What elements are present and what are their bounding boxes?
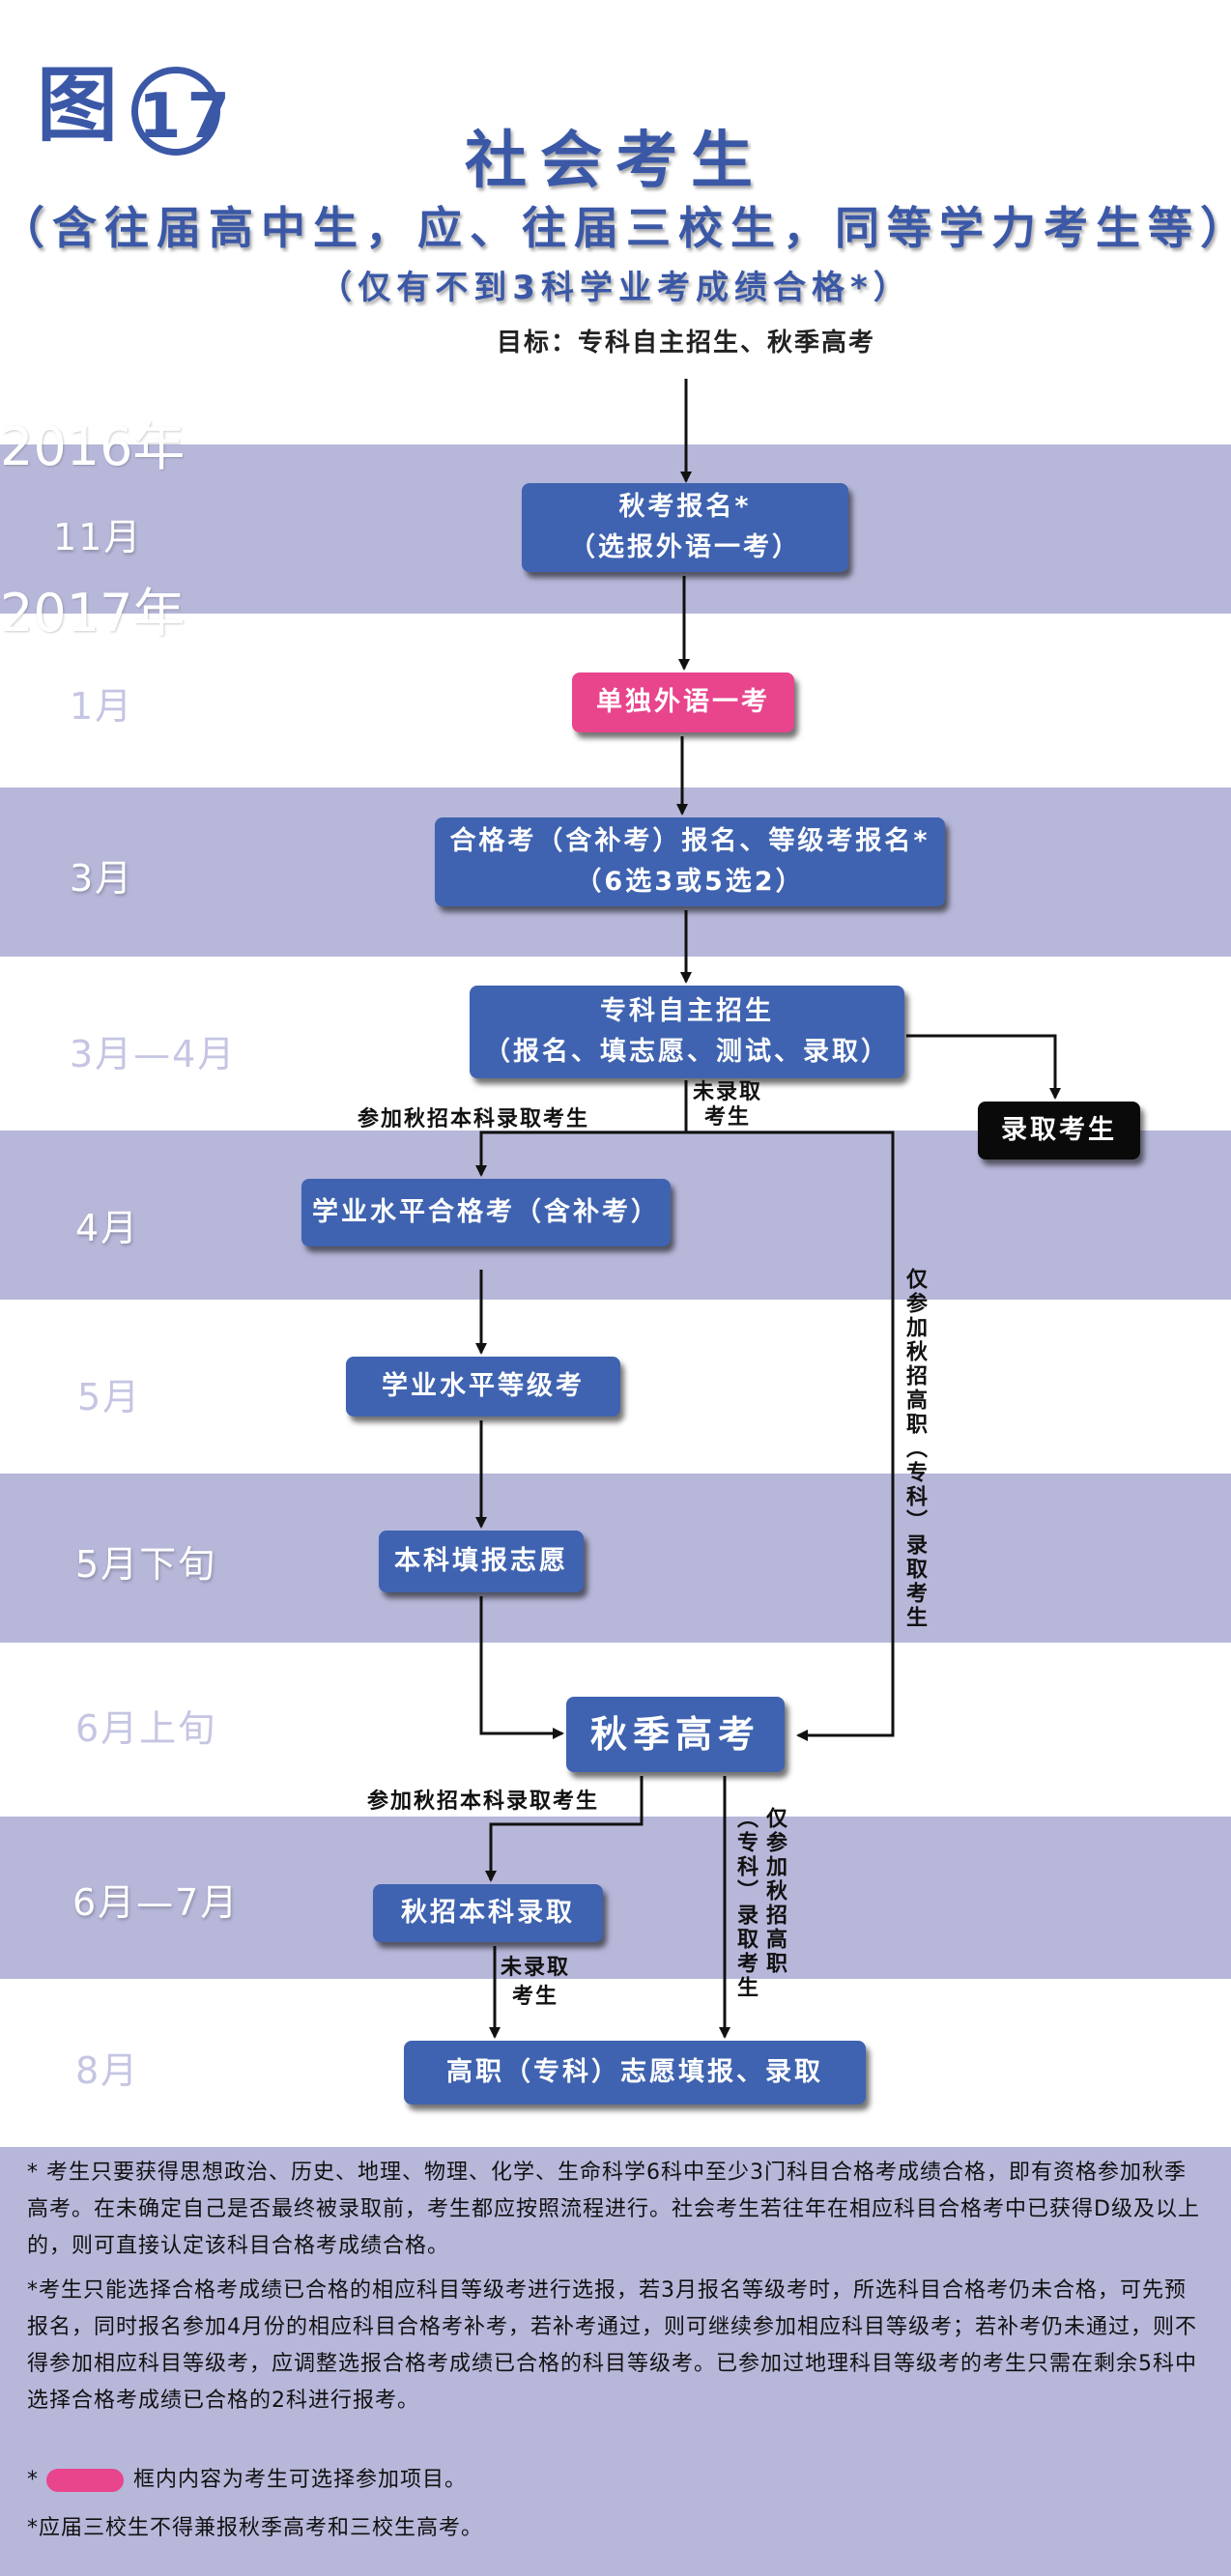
- arrow-to-qualexam: [475, 1131, 686, 1177]
- notes-panel: * 考生只要获得思想政治、历史、地理、物理、化学、生命科学6科中至少3门科目合格…: [0, 2147, 1231, 2576]
- label-join-bachelor-1: 参加秋招本科录取考生: [358, 1107, 590, 1131]
- month-late-may: 5月下旬: [75, 1543, 217, 1586]
- qualification-registration-box: 合格考（含补考）报名、等级考报名* （6选3或5选2）: [435, 817, 945, 906]
- qual-reg-line1: 合格考（含补考）报名、等级考报名*: [449, 826, 930, 856]
- foreign-language-exam-box: 单独外语一考: [572, 673, 794, 732]
- figure-label-text: 图: [37, 58, 125, 153]
- label-not-admitted-2: 未录取考生: [501, 1956, 571, 2009]
- month-mar: 3月: [70, 857, 134, 900]
- band-late-may: [0, 1474, 1231, 1643]
- level-exam-box: 学业水平等级考: [346, 1357, 620, 1417]
- page-subtitle: （含往届高中生，应、往届三校生，同等学力考生等）: [0, 202, 1231, 254]
- month-may: 5月: [77, 1376, 142, 1418]
- legend-pink-swatch: [46, 2469, 124, 2492]
- note-legend: * 框内内容为考生可选择参加项目。: [27, 2462, 1206, 2499]
- condition-text: （仅有不到3科学业考成绩合格*）: [319, 269, 912, 307]
- month-mar-apr: 3月—4月: [70, 1033, 237, 1075]
- note-2: *考生只能选择合格考成绩已合格的相应科目等级考进行选报，若3月报名等级考时，所选…: [27, 2278, 1198, 2413]
- month-aug: 8月: [75, 2049, 140, 2092]
- bachelor-admission-box: 秋招本科录取: [373, 1884, 603, 1942]
- arrow-vocational-to-gaokao: [686, 1131, 895, 1741]
- band-jun-jul: [0, 1817, 1231, 1979]
- month-jan: 1月: [70, 685, 134, 728]
- autumn-exam-registration-box: 秋考报名* （选报外语一考）: [522, 483, 848, 572]
- qual-reg-line2: （6选3或5选2）: [575, 867, 805, 897]
- page-title: 社会考生: [465, 126, 766, 197]
- label-only-vocational-2: 仅参加秋招高职（专科）录取考生: [733, 1807, 787, 2000]
- month-nov: 11月: [53, 516, 143, 558]
- label-only-vocational-1: 仅参加秋招高职（专科）录取考生: [902, 1268, 927, 1630]
- self-enroll-line2: （报名、填志愿、测试、录取）: [484, 1037, 890, 1067]
- arrow-wish-to-gaokao: [479, 1596, 564, 1739]
- vocational-admission-box: 高职（专科）志愿填报、录取: [404, 2041, 866, 2104]
- month-early-jun: 6月上旬: [75, 1707, 217, 1750]
- note-4: *应届三校生不得兼报秋季高考和三校生高考。: [27, 2516, 484, 2540]
- year-2016: 2016年: [0, 416, 186, 477]
- qualification-exam-box: 学业水平合格考（含补考）: [301, 1179, 671, 1246]
- legend-text: 框内内容为考生可选择参加项目。: [133, 2468, 468, 2492]
- label-join-bachelor-2: 参加秋招本科录取考生: [367, 1789, 600, 1814]
- legend-asterisk: *: [27, 2468, 39, 2492]
- year-2017: 2017年: [0, 583, 186, 644]
- autumn-reg-line2: （选报外语一考）: [569, 532, 801, 562]
- self-enroll-line1: 专科自主招生: [600, 996, 774, 1026]
- label-not-admitted-1: 未录取考生: [692, 1080, 762, 1130]
- arrow-selfenroll-to-admitted: [906, 1034, 1061, 1100]
- month-jun-jul: 6月—7月: [72, 1881, 240, 1924]
- gaokao-box: 秋季高考: [566, 1697, 785, 1772]
- autumn-reg-line1: 秋考报名*: [618, 492, 752, 522]
- admitted-box: 录取考生: [978, 1102, 1140, 1159]
- month-apr: 4月: [75, 1207, 140, 1249]
- self-enrollment-box: 专科自主招生 （报名、填志愿、测试、录取）: [470, 986, 904, 1078]
- figure-number: 17: [131, 67, 230, 157]
- note-1: * 考生只要获得思想政治、历史、地理、物理、化学、生命科学6科中至少3门科目合格…: [27, 2161, 1200, 2258]
- arrow-gaokao-to-bachelor: [485, 1776, 644, 1882]
- bachelor-wish-box: 本科填报志愿: [379, 1531, 584, 1592]
- target-text: 目标：专科自主招生、秋季高考: [496, 329, 875, 358]
